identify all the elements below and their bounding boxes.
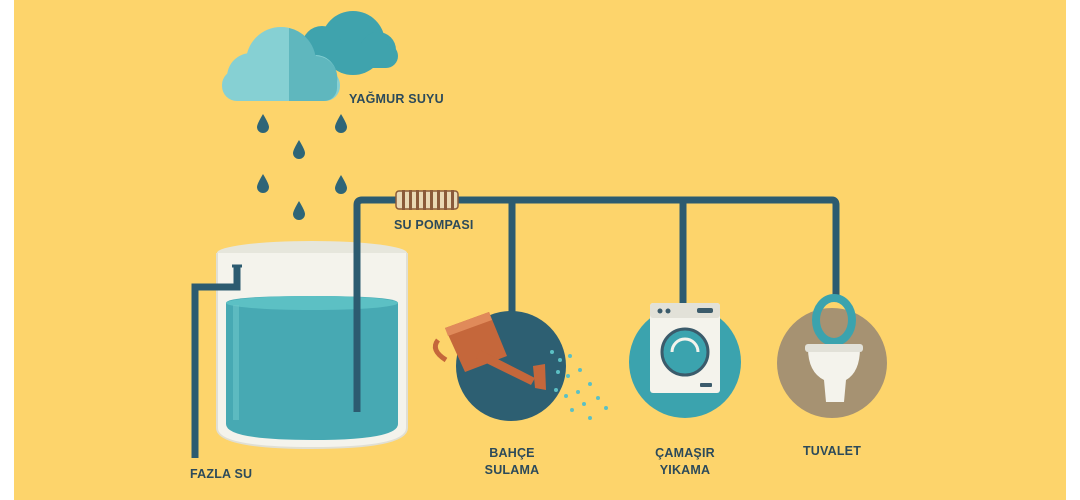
laundry-label: ÇAMAŞIR YIKAMA bbox=[643, 445, 727, 479]
toilet-icon bbox=[805, 294, 863, 402]
raindrop-icon bbox=[335, 114, 347, 133]
laundry-label-line2: YIKAMA bbox=[659, 463, 711, 477]
overflow-pipe bbox=[191, 266, 241, 458]
laundry-label-line1: ÇAMAŞIR bbox=[655, 446, 715, 460]
main-pipe bbox=[353, 196, 840, 412]
rain-water-label: YAĞMUR SUYU bbox=[349, 92, 444, 106]
raindrop-icon bbox=[293, 140, 305, 159]
garden-label: BAHÇE SULAMA bbox=[472, 445, 552, 479]
raindrop-icon bbox=[257, 114, 269, 133]
tank-water bbox=[226, 296, 398, 440]
overflow-label: FAZLA SU bbox=[190, 467, 253, 481]
right-border bbox=[1066, 0, 1080, 500]
cloud-icon bbox=[222, 11, 398, 101]
toilet-label: TUVALET bbox=[802, 444, 862, 458]
watering-can-icon bbox=[432, 312, 546, 390]
water-pump-label: SU POMPASI bbox=[394, 218, 474, 232]
raindrops bbox=[257, 114, 347, 220]
raindrop-icon bbox=[335, 175, 347, 194]
garden-label-line1: BAHÇE bbox=[489, 446, 535, 460]
glass-highlight bbox=[233, 305, 239, 420]
washing-machine-icon bbox=[650, 303, 720, 393]
water-pump-icon bbox=[395, 190, 459, 210]
pipe-network bbox=[353, 196, 840, 412]
intake-pipe bbox=[353, 300, 361, 412]
raindrop-icon bbox=[257, 174, 269, 193]
left-border bbox=[0, 0, 14, 500]
water-surface bbox=[226, 296, 398, 310]
front-cloud bbox=[222, 27, 340, 101]
water-spray bbox=[550, 350, 608, 420]
garden-label-line2: SULAMA bbox=[484, 463, 540, 477]
raindrop-icon bbox=[293, 201, 305, 220]
